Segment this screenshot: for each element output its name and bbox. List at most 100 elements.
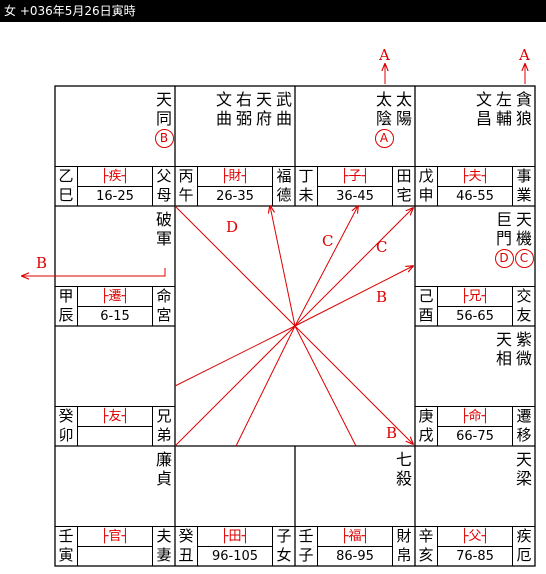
star-char: 天 — [255, 90, 272, 109]
palace-yin: 廉貞壬寅├官┤夫妻 — [55, 446, 175, 566]
window-title: 女 +036年5月26日寅時 — [0, 0, 546, 22]
palace-char: 厄 — [516, 546, 532, 564]
palace-char: 交 — [516, 287, 532, 305]
star-char: 殺 — [395, 469, 412, 488]
radial-line — [174, 205, 296, 327]
age-range: 36-45 — [336, 189, 374, 204]
star-char: 右 — [235, 90, 252, 109]
stem-char: 丁 — [298, 167, 314, 185]
star-list: 天梁 — [515, 450, 533, 488]
palace-middle: ├父┤76-85 — [437, 527, 513, 566]
arrow-line-b-left — [22, 268, 166, 276]
star-name: 文昌 — [475, 90, 493, 128]
stem-char: 壬 — [298, 527, 314, 545]
transform-mark: C — [514, 249, 534, 268]
age-range — [77, 427, 153, 446]
palace-char: 疾 — [516, 527, 532, 545]
palace-middle: ├遷┤ 6-15 — [77, 287, 153, 326]
palace-name: 兄弟 — [152, 407, 175, 446]
star-name: 七殺 — [395, 450, 413, 488]
stem-char: 己 — [418, 287, 434, 305]
palace-name: 父母 — [152, 167, 175, 206]
palace-role: ├子┤ — [317, 167, 393, 187]
star-char: 左 — [495, 90, 512, 109]
star-char: 太 — [395, 90, 412, 109]
arrow-label-b2: B — [386, 424, 397, 442]
palace-middle: ├夫┤46-55 — [437, 167, 513, 206]
star-char: 破 — [155, 210, 172, 229]
age-range: 96-105 — [211, 549, 259, 564]
star-list: 破軍 — [155, 210, 173, 248]
stem-char: 寅 — [58, 546, 74, 564]
palace-name: 疾厄 — [512, 527, 535, 566]
star-char: 廉 — [155, 450, 172, 469]
palace-char: 福 — [276, 167, 292, 185]
palace-char: 父 — [156, 167, 172, 185]
age-range: 86-95 — [336, 549, 374, 564]
age-range — [77, 547, 153, 566]
palace-char: 母 — [156, 186, 172, 204]
palace-middle: ├官┤ — [77, 527, 153, 566]
arrow-label-b-left: B — [36, 254, 47, 272]
star-char: 曲 — [275, 109, 292, 128]
palace-role: ├田┤ — [197, 527, 273, 547]
radial-line — [235, 325, 296, 447]
star-char: 陰 — [375, 109, 392, 128]
palace-name: 財帛 — [392, 527, 415, 566]
stem-char: 乙 — [58, 167, 74, 185]
stem-char: 辰 — [58, 306, 74, 324]
age-range: 46-55 — [456, 189, 494, 204]
stem-branch: 己酉 — [415, 287, 438, 326]
star-char: 相 — [495, 349, 512, 368]
stem-char: 未 — [298, 186, 314, 204]
palace-role: ├遷┤ — [77, 287, 153, 307]
age-range: 66-75 — [456, 429, 494, 444]
palace-middle: ├命┤66-75 — [437, 407, 513, 446]
palace-name: 交友 — [512, 287, 535, 326]
palace-info: 壬寅├官┤夫妻 — [55, 526, 175, 566]
arrow-label-d: D — [226, 218, 238, 236]
star-char: 貞 — [155, 469, 172, 488]
palace-role: ├福┤ — [317, 527, 393, 547]
palace-char: 妻 — [156, 546, 172, 564]
palace-char: 德 — [276, 186, 292, 204]
palace-char: 財 — [396, 527, 412, 545]
arrow-line-d — [270, 206, 296, 327]
arrow-label-c1: C — [322, 232, 333, 250]
star-char: 七 — [395, 450, 412, 469]
stem-branch: 癸卯 — [55, 407, 78, 446]
palace-char: 業 — [516, 186, 532, 204]
stem-char: 癸 — [58, 407, 74, 425]
age-range: 6-15 — [100, 309, 130, 324]
star-name: 破軍 — [155, 210, 173, 248]
star-char: 機 — [515, 229, 532, 248]
star-name: 紫微 — [515, 330, 533, 368]
stem-char: 申 — [418, 186, 434, 204]
stem-char: 丑 — [178, 546, 194, 564]
palace-char: 宅 — [396, 186, 412, 204]
palace-middle: ├子┤ 36-45 — [317, 167, 393, 206]
arrow-labels: A A B D C C B B — [36, 46, 530, 442]
star-list: 七殺 — [395, 450, 413, 488]
palace-char: 宮 — [156, 306, 172, 324]
palace-name: 子女 — [272, 527, 295, 566]
arrow-label-a1: A — [378, 46, 390, 64]
stem-branch: 辛亥 — [415, 527, 438, 566]
transform-mark: B — [154, 129, 174, 148]
stem-char: 辛 — [418, 527, 434, 545]
star-char: 輔 — [495, 109, 512, 128]
center-lines — [174, 205, 413, 447]
palace-char: 遷 — [516, 407, 532, 425]
